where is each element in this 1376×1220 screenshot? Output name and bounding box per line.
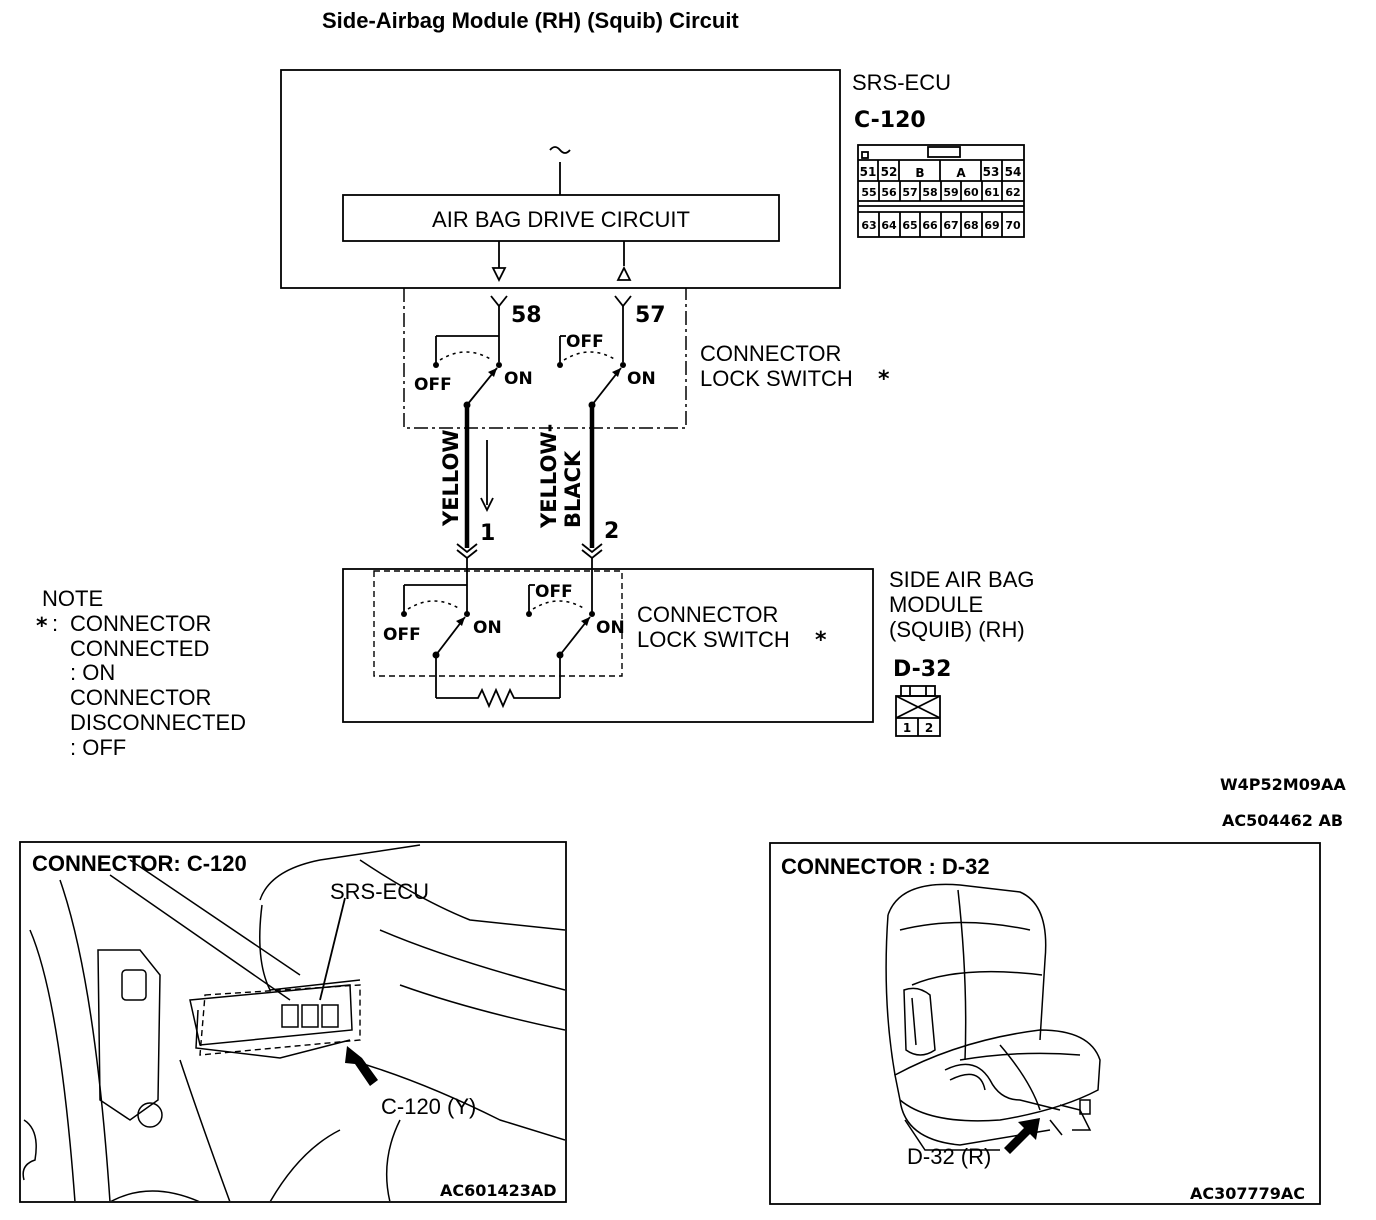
- svg-text:56: 56: [881, 186, 897, 199]
- svg-text:DISCONNECTED: DISCONNECTED: [70, 710, 246, 735]
- panel-d32-location: CONNECTOR : D-32 D-32 (R) AC307779AC: [769, 842, 1321, 1205]
- upper-lock-switch-label-2: LOCK SWITCH: [700, 366, 853, 391]
- panel-left-callout-connector: C-120 (Y): [381, 1094, 476, 1119]
- svg-text:NOTE: NOTE: [42, 586, 103, 611]
- svg-text:*: *: [36, 614, 48, 639]
- svg-text:CONNECTOR: CONNECTOR: [70, 685, 211, 710]
- svg-text:57: 57: [902, 186, 917, 199]
- svg-text:53: 53: [983, 165, 1000, 179]
- svg-text:52: 52: [881, 165, 898, 179]
- svg-text:60: 60: [963, 186, 979, 199]
- svg-text:58: 58: [922, 186, 937, 199]
- upper-asterisk: *: [878, 367, 890, 392]
- c120-connector-face: 51 52 B A 53 54 55 56 57 58 59 60 61 62 …: [857, 144, 1025, 238]
- svg-text:69: 69: [984, 219, 999, 232]
- panel-right-code: AC307779AC: [1190, 1184, 1305, 1203]
- panel-right-callout-connector: D-32 (R): [907, 1144, 991, 1169]
- lower-asterisk: *: [815, 628, 827, 653]
- svg-text:OFF: OFF: [566, 332, 604, 352]
- svg-text:ON: ON: [473, 618, 502, 638]
- svg-text:B: B: [915, 166, 924, 180]
- panel-left-code: AC601423AD: [440, 1181, 557, 1200]
- svg-text:55: 55: [861, 186, 876, 199]
- svg-text:68: 68: [963, 219, 978, 232]
- svg-text:ON: ON: [596, 618, 625, 638]
- svg-text:: ON: : ON: [70, 660, 115, 685]
- diagram-code-1: W4P52M09AA: [1220, 775, 1346, 794]
- srs-ecu-block: SRS-ECU C-120 AIR BAG DRIVE CIRCUIT: [280, 69, 951, 289]
- module-name-1: SIDE AIR BAG: [889, 567, 1035, 592]
- d32-connector-face: 1 2: [895, 685, 941, 737]
- svg-text:59: 59: [943, 186, 958, 199]
- svg-text:70: 70: [1005, 219, 1021, 232]
- svg-text:ON: ON: [504, 369, 533, 389]
- svg-text:64: 64: [881, 219, 897, 232]
- module-connector-code: D-32: [893, 657, 951, 682]
- svg-text:ON: ON: [627, 369, 656, 389]
- wire-yellow-black: YELLOW- BLACK 2: [537, 405, 619, 612]
- note-block: NOTE * : CONNECTOR CONNECTED : ON CONNEC…: [36, 586, 246, 760]
- pin-57-label: 57: [635, 303, 666, 328]
- svg-text:54: 54: [1005, 165, 1022, 179]
- svg-text:CONNECTOR: CONNECTOR: [70, 611, 211, 636]
- upper-connector-lock-switch: 58 57 OFF ON OFF ON CONNECTOR LOCK SWITC…: [403, 288, 890, 429]
- upper-lock-switch-label-1: CONNECTOR: [700, 341, 841, 366]
- svg-text:66: 66: [922, 219, 938, 232]
- panel-right-title: CONNECTOR : D-32: [781, 854, 990, 879]
- svg-text:2: 2: [925, 721, 933, 735]
- svg-text:OFF: OFF: [414, 375, 452, 395]
- page-title: Side-Airbag Module (RH) (Squib) Circuit: [322, 8, 739, 33]
- air-bag-drive-circuit-box: [342, 194, 780, 242]
- wire-yellow-black-pin: 2: [604, 519, 619, 544]
- wire-yellow-black-color-1: YELLOW-: [537, 424, 561, 529]
- svg-text:67: 67: [943, 219, 958, 232]
- panel-c120-location: CONNECTOR: C-120 SRS-ECU C-120 (Y) AC601…: [19, 841, 567, 1203]
- svg-text:A: A: [956, 166, 966, 180]
- module-name-2: MODULE: [889, 592, 983, 617]
- svg-text:CONNECTED: CONNECTED: [70, 636, 209, 661]
- panel-left-callout-ecu: SRS-ECU: [330, 879, 429, 904]
- svg-text::: :: [52, 611, 58, 636]
- panel-left-title: CONNECTOR: C-120: [32, 851, 247, 876]
- ecu-connector-code: C-120: [854, 108, 926, 133]
- svg-text:OFF: OFF: [535, 582, 573, 602]
- side-airbag-module-block: OFF ON OFF ON CONNECTOR LOCK SWITCH *: [342, 568, 874, 723]
- wire-yellow-pin: 1: [480, 521, 495, 546]
- svg-text:62: 62: [1005, 186, 1020, 199]
- wire-yellow-black-color-2: BLACK: [561, 450, 585, 528]
- module-name-3: (SQUIB) (RH): [889, 617, 1025, 642]
- wire-yellow: YELLOW 1: [439, 405, 495, 612]
- svg-text:63: 63: [861, 219, 876, 232]
- svg-text:1: 1: [903, 721, 911, 735]
- svg-text:65: 65: [902, 219, 917, 232]
- air-bag-drive-circuit-label: AIR BAG DRIVE CIRCUIT: [432, 207, 690, 232]
- lower-lock-switch-label-2: LOCK SWITCH: [637, 627, 790, 652]
- lower-lock-switch-label-1: CONNECTOR: [637, 602, 778, 627]
- pin-58-label: 58: [511, 303, 542, 328]
- wire-yellow-color: YELLOW: [439, 429, 463, 527]
- diagram-code-2: AC504462 AB: [1222, 811, 1343, 830]
- ecu-name: SRS-ECU: [852, 70, 951, 95]
- svg-text:OFF: OFF: [383, 625, 421, 645]
- svg-text:61: 61: [984, 186, 999, 199]
- svg-text:51: 51: [860, 165, 877, 179]
- svg-text:: OFF: : OFF: [70, 735, 126, 760]
